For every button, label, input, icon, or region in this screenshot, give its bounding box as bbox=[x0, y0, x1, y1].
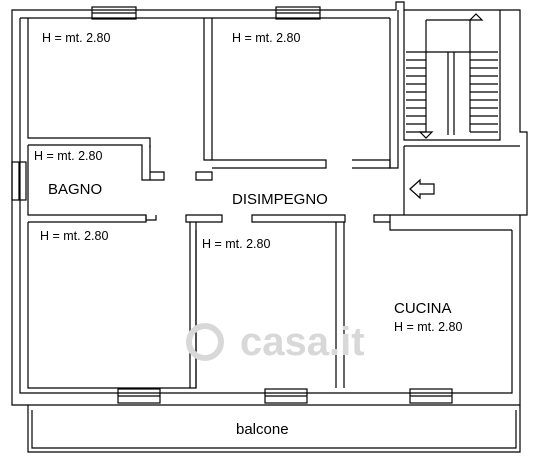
walls bbox=[11, 1, 528, 453]
height-label-bottom-left: H = mt. 2.80 bbox=[40, 229, 108, 243]
watermark: casa.it bbox=[240, 320, 365, 364]
height-label-bottom-middle: H = mt. 2.80 bbox=[202, 237, 270, 251]
room-label-balcone: balcone bbox=[236, 421, 289, 438]
entrance-arrow-icon bbox=[409, 178, 435, 200]
height-label-top-left: H = mt. 2.80 bbox=[42, 31, 110, 45]
height-label-bagno: H = mt. 2.80 bbox=[34, 149, 102, 163]
room-label-cucina: CUCINA bbox=[394, 300, 452, 317]
room-label-disimpegno: DISIMPEGNO bbox=[232, 191, 328, 208]
height-label-top-middle: H = mt. 2.80 bbox=[232, 31, 300, 45]
height-label-cucina: H = mt. 2.80 bbox=[394, 320, 462, 334]
room-label-bagno: BAGNO bbox=[48, 181, 102, 198]
watermark-logo-icon bbox=[186, 323, 224, 361]
